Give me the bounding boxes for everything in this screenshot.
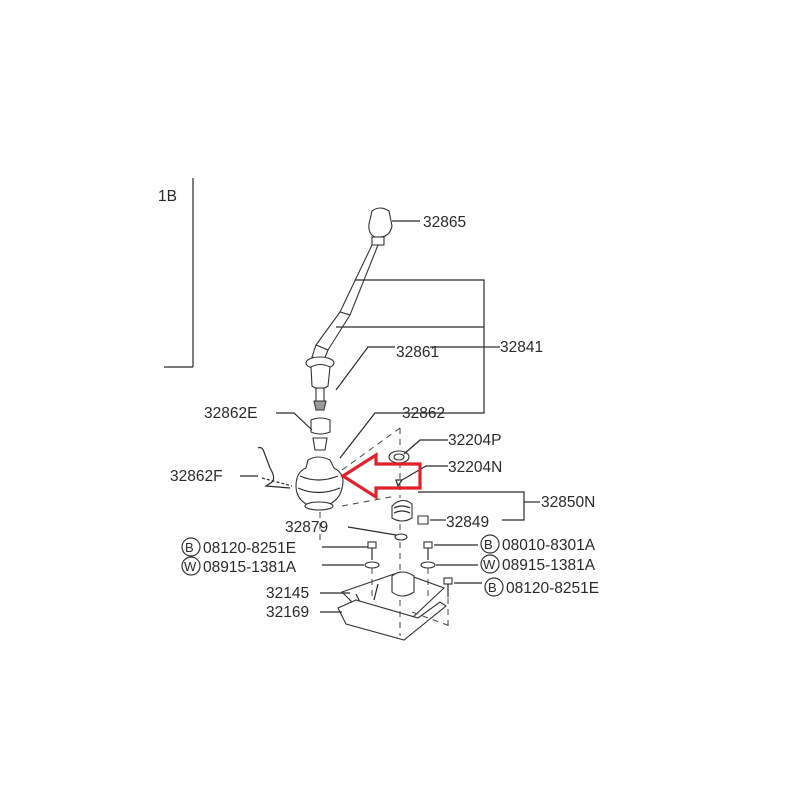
section-label: 1B xyxy=(158,188,177,205)
bolt-right-callout: B 08010-8301A xyxy=(480,534,596,554)
bushing xyxy=(310,417,331,451)
highlight-arrow xyxy=(340,452,422,500)
label-32862e: 32862E xyxy=(204,405,257,422)
label-32145: 32145 xyxy=(266,585,309,602)
label-32850n: 32850N xyxy=(541,494,595,511)
washer-left-callout: W 08915-1381A xyxy=(181,556,297,576)
washer-left-prefix: W xyxy=(184,559,197,574)
washer-right-prefix: W xyxy=(483,557,496,572)
washer-left-code: 08915-1381A xyxy=(203,559,297,576)
label-32849: 32849 xyxy=(446,514,489,531)
shift-boot xyxy=(295,456,344,511)
bolts xyxy=(364,541,453,597)
gasket xyxy=(337,599,447,641)
wiring-harness xyxy=(257,446,293,489)
spring-assembly xyxy=(391,499,429,525)
bolt-right-lower-prefix: B xyxy=(488,580,497,595)
label-32865: 32865 xyxy=(423,214,466,231)
label-32841: 32841 xyxy=(500,339,543,356)
label-32204n: 32204N xyxy=(448,459,502,476)
shift-knob xyxy=(368,207,393,246)
label-32861: 32861 xyxy=(396,344,439,361)
washer-right-code: 08915-1381A xyxy=(502,557,596,574)
bolt-right-code: 08010-8301A xyxy=(502,537,596,554)
bolt-right-lower-callout: B 08120-8251E xyxy=(484,577,599,597)
bolt-right-prefix: B xyxy=(484,537,493,552)
bolt-left-prefix: B xyxy=(185,540,194,555)
label-32169: 32169 xyxy=(266,604,309,621)
label-32204p: 32204P xyxy=(448,432,501,449)
label-32862f: 32862F xyxy=(170,468,223,485)
section-bracket: 1B xyxy=(158,178,194,368)
label-32879: 32879 xyxy=(285,519,328,536)
assembly-guides xyxy=(319,427,451,636)
retaining-ring xyxy=(388,450,410,488)
small-washer xyxy=(394,533,408,541)
bolt-left-callout: B 08120-8251E xyxy=(181,537,296,557)
washer-right-callout: W 08915-1381A xyxy=(480,554,596,574)
label-32862: 32862 xyxy=(402,405,445,422)
leader-lines xyxy=(240,220,540,613)
bolt-right-lower-code: 08120-8251E xyxy=(506,580,599,597)
bolt-left-code: 08120-8251E xyxy=(203,540,296,557)
